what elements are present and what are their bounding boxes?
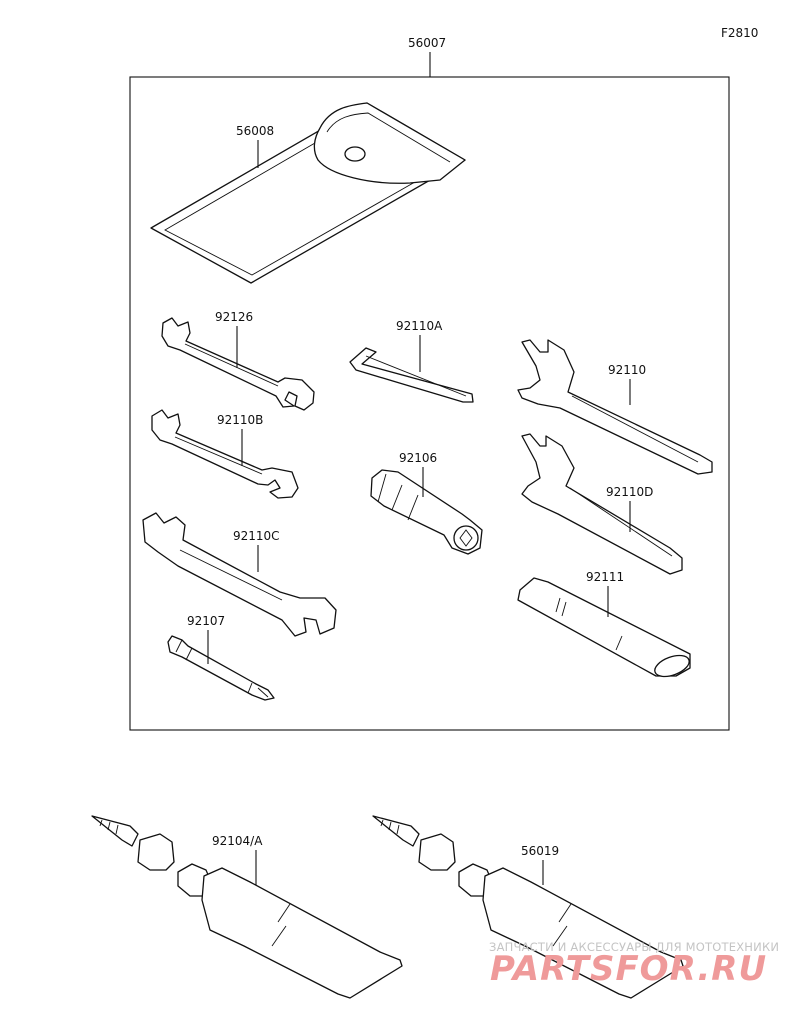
- label-spanner-a: 92110: [608, 363, 646, 377]
- label-wrench-a: 92126: [215, 310, 253, 324]
- watermark-tagline: ЗАПЧАСТИ И АКСЕССУАРЫ ДЛЯ МОТОТЕХНИКИ: [489, 940, 779, 954]
- label-socket: 92106: [399, 451, 437, 465]
- tool-case: [150, 102, 466, 284]
- extension-handle-92111: [517, 577, 691, 678]
- label-hex-key: 92110A: [396, 319, 443, 333]
- label-wrench-c: 92110C: [233, 529, 280, 543]
- kit-frame: [129, 76, 730, 731]
- label-tube-a: 92104/A: [212, 834, 263, 848]
- label-case: 56008: [236, 124, 274, 138]
- screwdriver-bit-92107: [167, 635, 275, 701]
- c-spanner-92110: [517, 339, 713, 475]
- label-wrench-b: 92110B: [217, 413, 263, 427]
- open-wrench-92110c: [142, 512, 337, 637]
- watermark-logo: PARTSFOR.RU: [490, 949, 767, 989]
- hex-key-92110a: [349, 347, 474, 403]
- grease-tube-92104a: [91, 815, 403, 999]
- figure-code: F2810: [721, 26, 758, 40]
- label-handle: 92111: [586, 570, 624, 584]
- label-spanner-b: 92110D: [606, 485, 653, 499]
- open-wrench-92110b: [151, 409, 299, 499]
- socket-wrench-92106: [370, 469, 483, 555]
- label-tube-b: 56019: [521, 844, 559, 858]
- label-kit: 56007: [408, 36, 446, 50]
- open-wrench-92126: [161, 317, 315, 411]
- grease-tube-56019: [372, 815, 684, 999]
- c-spanner-92110d: [521, 433, 683, 575]
- label-screwdriver: 92107: [187, 614, 225, 628]
